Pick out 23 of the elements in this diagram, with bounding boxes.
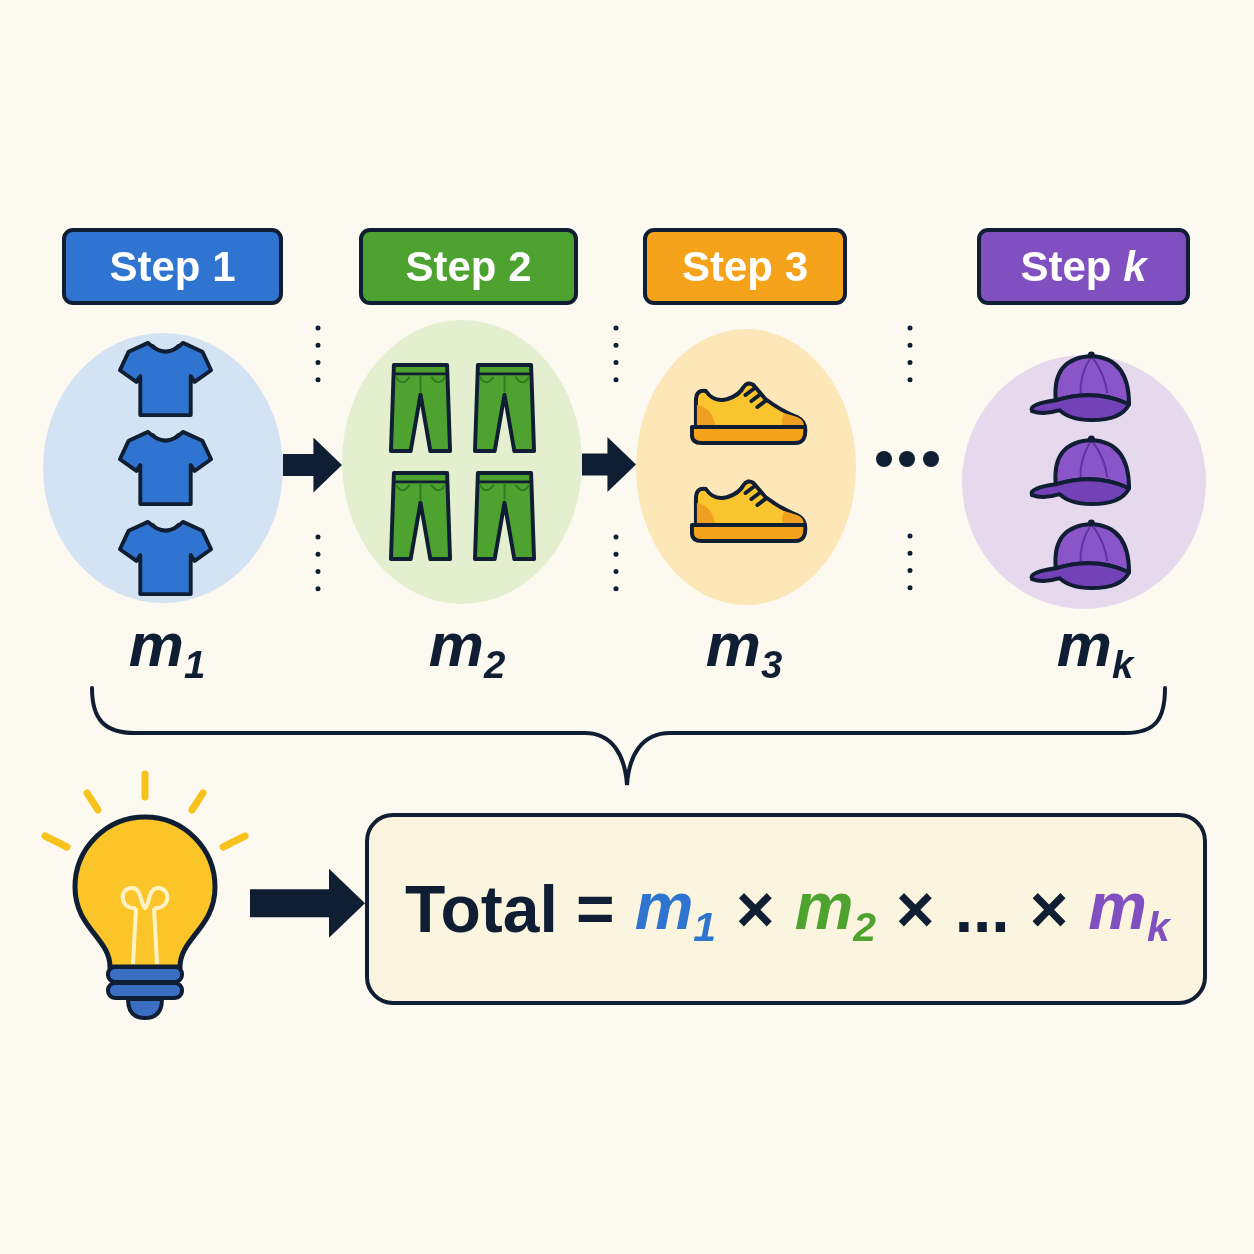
step-header: Step 3 — [643, 228, 847, 305]
set-ellipse — [342, 320, 582, 604]
step-header: Step 2 — [359, 228, 578, 305]
variable-term: m$_{2}$ — [794, 869, 877, 949]
variable-term: m$_{k}$ — [1088, 869, 1170, 949]
arrow — [250, 868, 365, 939]
arrow — [582, 437, 636, 492]
step-header: Step 1 — [62, 228, 283, 305]
variable-label: m$_{k}$ — [1056, 612, 1134, 684]
times-sign: × — [1029, 872, 1069, 946]
formula-box — [365, 813, 1207, 1005]
step-header: Step k — [977, 228, 1190, 305]
variable-label: m$_{2}$ — [428, 612, 506, 684]
variable-term: m$_{1}$ — [634, 869, 717, 949]
set-ellipse — [43, 333, 283, 603]
formula-text: Total = — [405, 872, 615, 946]
times-sign: × — [896, 872, 935, 946]
set-ellipse — [636, 329, 856, 605]
ellipsis-text: ... — [954, 872, 1010, 946]
variable-label: m$_{1}$ — [128, 612, 206, 684]
arrow — [282, 437, 343, 493]
variable-label: m$_{3}$ — [705, 612, 783, 684]
times-sign: × — [736, 872, 775, 946]
